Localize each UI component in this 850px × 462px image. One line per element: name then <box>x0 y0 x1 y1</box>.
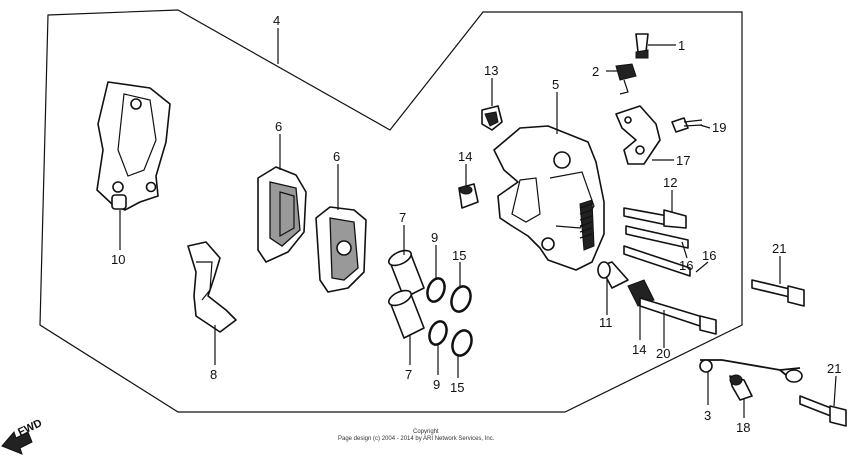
pins-16 <box>623 225 691 277</box>
retainer-plate <box>615 105 661 165</box>
callout-12: 12 <box>663 175 677 190</box>
callout-18: 18 <box>736 420 750 435</box>
boot-14-upper <box>458 183 479 209</box>
callout-21-upper: 21 <box>772 241 786 256</box>
callout-14-lower: 14 <box>632 342 646 357</box>
bolt-20 <box>639 297 717 335</box>
pad-spring <box>187 241 237 333</box>
callout-7-lower: 7 <box>405 367 412 382</box>
brake-pad-inner <box>257 166 307 263</box>
callout-13: 13 <box>484 63 498 78</box>
callout-15-lower: 15 <box>450 380 464 395</box>
leader-lines <box>119 28 837 418</box>
callout-9-upper: 9 <box>431 230 438 245</box>
hose-guide <box>699 359 803 383</box>
callout-7-upper: 7 <box>399 210 406 225</box>
screw-19 <box>671 117 703 133</box>
pin-bolt-12 <box>623 207 687 229</box>
sleeve-11 <box>597 261 629 289</box>
fwd-indicator: FWD <box>1 417 44 455</box>
callout-14-upper: 14 <box>458 149 472 164</box>
copyright-title: Copyright <box>413 429 439 435</box>
callout-1: 1 <box>678 38 685 53</box>
callout-9-lower: 9 <box>433 377 440 392</box>
fwd-arrow-icon <box>1 431 33 455</box>
caliper-bracket <box>96 81 171 211</box>
brake-pad-outer <box>315 206 367 293</box>
copyright-notice: Copyright Page design (c) 2004 - 2014 by… <box>338 429 495 442</box>
callout-11: 11 <box>599 315 613 330</box>
callout-3: 3 <box>704 408 711 423</box>
bolt-21-upper <box>751 279 805 307</box>
callout-20: 20 <box>656 346 670 361</box>
copyright-text: Page design (c) 2004 - 2014 by ARI Netwo… <box>338 436 495 442</box>
callout-15-upper: 15 <box>452 248 466 263</box>
callout-16-right: 16 <box>702 248 716 263</box>
callout-2: 2 <box>592 64 599 79</box>
callout-16-left: 16 <box>679 258 693 273</box>
callout-21-lower: 21 <box>827 361 841 376</box>
bolt-18 <box>729 374 753 401</box>
callout-19: 19 <box>712 120 726 135</box>
piston-lower <box>388 289 425 339</box>
assembly-outline <box>39 9 743 413</box>
boot-13 <box>481 105 503 131</box>
callout-5: 5 <box>552 77 559 92</box>
fwd-label: FWD <box>16 417 44 438</box>
callout-17: 17 <box>676 153 690 168</box>
callout-8: 8 <box>210 367 217 382</box>
caliper-body <box>493 125 605 271</box>
piston-seals <box>426 277 473 357</box>
callout-6-inner: 6 <box>275 119 282 134</box>
bolt-21-lower <box>799 395 847 427</box>
piston-upper <box>388 249 425 299</box>
callout-10: 10 <box>111 252 125 267</box>
callout-6-outer: 6 <box>333 149 340 164</box>
bleeder-cap <box>615 63 637 95</box>
bleeder-valve <box>635 33 649 59</box>
callout-4: 4 <box>273 13 280 28</box>
callout-numbers: 1 2 3 4 5 6 6 7 7 8 9 9 10 11 12 13 14 1… <box>111 13 841 435</box>
